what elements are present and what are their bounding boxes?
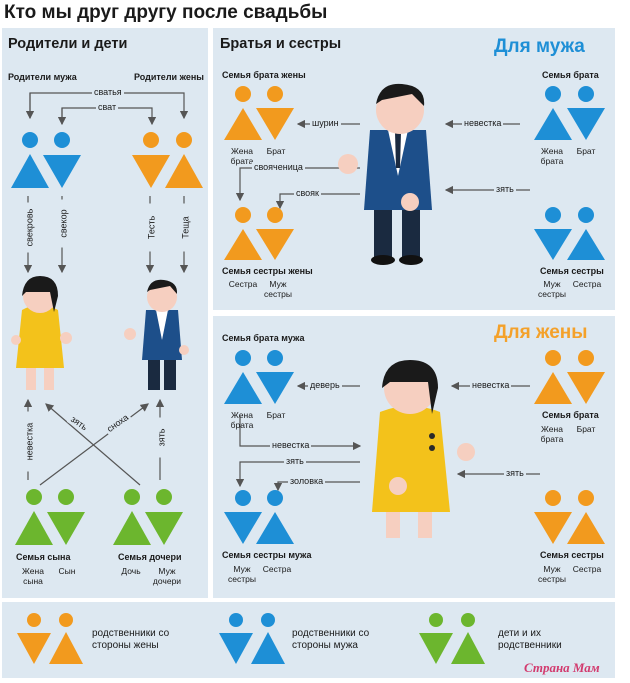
zolovka-label: золовка bbox=[288, 476, 326, 487]
husband-sister-family-label: Семья сестры мужа bbox=[222, 550, 312, 560]
sister-family-label-husband: Семья сестры bbox=[540, 266, 604, 276]
zyat-husband-label: зять bbox=[494, 184, 516, 195]
legend-blue-icon bbox=[219, 613, 285, 664]
legend-orange-icon bbox=[17, 613, 83, 664]
husband-sister-husband-label-right: Муж сестры bbox=[538, 279, 566, 299]
svekrov-label: свекровь bbox=[24, 202, 36, 253]
brother-family-icons-wife bbox=[534, 350, 605, 404]
wife-parents-icons bbox=[132, 132, 203, 188]
son-label: Сын bbox=[58, 566, 76, 576]
wife-brother-wife-label-right: Жена брата bbox=[540, 424, 564, 444]
legend-panel bbox=[2, 602, 615, 678]
svekor-label: свекор bbox=[58, 199, 70, 248]
wife-sister-husband-label-left: Муж сестры bbox=[228, 564, 256, 584]
wife-parents-label: Родители жены bbox=[134, 72, 204, 82]
nevestka-husband-label: невестка bbox=[462, 118, 504, 129]
brother-family-label-wife: Семья брата bbox=[542, 410, 599, 420]
brother-family-label-husband: Семья брата bbox=[542, 70, 599, 80]
husband-sister-husband-label-left: Муж сестры bbox=[264, 279, 292, 299]
wife-brother-family-icons bbox=[224, 86, 294, 140]
watermark: Страна Мам bbox=[524, 660, 600, 675]
husband-figure-left bbox=[124, 279, 189, 390]
siblings-heading: Братья и сестры bbox=[220, 36, 342, 52]
wife-figure-left bbox=[11, 276, 72, 390]
svat-label: сват bbox=[96, 102, 119, 113]
legend-wife-side: родственники со стороны жены bbox=[92, 628, 170, 651]
wife-sister-label-right: Сестра bbox=[572, 564, 602, 574]
husband-brother-family-label: Семья брата мужа bbox=[222, 333, 305, 343]
svatya-label: сватья bbox=[92, 87, 124, 98]
daughter-label: Дочь bbox=[121, 566, 141, 576]
wife-brother-label-right: Брат bbox=[576, 424, 596, 434]
wife-brother-family-label: Семья брата жены bbox=[222, 70, 306, 80]
husband-brother-wife-label-right: Жена брата bbox=[540, 146, 564, 166]
zyat-vertical-label: зять bbox=[156, 417, 168, 458]
husband-sister-label-left: Сестра bbox=[228, 279, 258, 289]
sister-family-label-wife: Семья сестры bbox=[540, 550, 604, 560]
wife-brother-label-left: Брат bbox=[266, 410, 286, 420]
zyat-wife-left-label: зять bbox=[284, 456, 306, 467]
dever-label: деверь bbox=[308, 380, 342, 391]
nevestka-left-label: невестка bbox=[24, 411, 36, 472]
zyat-wife-right-label: зять bbox=[504, 468, 526, 479]
legend-husband-side: родственники со стороны мужа bbox=[292, 628, 370, 651]
husband-brother-family-icons bbox=[224, 350, 294, 404]
daughter-family-icons bbox=[113, 489, 183, 545]
wife-figure-main bbox=[372, 360, 475, 538]
husband-brother-label-left: Брат bbox=[266, 146, 286, 156]
son-family-label: Семья сына bbox=[16, 552, 71, 562]
wife-sister-husband-label-right: Муж сестры bbox=[538, 564, 566, 584]
wife-brother-wife-label-left: Жена брата bbox=[230, 410, 254, 430]
teshcha-label: Теща bbox=[180, 203, 192, 252]
parents-children-heading: Родители и дети bbox=[8, 36, 128, 52]
husband-brother-wife-label-left: Жена брата bbox=[230, 146, 254, 166]
legend-green-icon bbox=[419, 613, 485, 664]
nevestka-wife-right-label: невестка bbox=[470, 380, 512, 391]
sister-family-icons-husband bbox=[534, 207, 605, 260]
husband-parents-label: Родители мужа bbox=[8, 72, 77, 82]
nevestka-wife-left-label: невестка bbox=[270, 440, 312, 451]
brother-family-icons-husband bbox=[534, 86, 605, 140]
daughter-husband-label: Муж дочери bbox=[152, 566, 182, 586]
svoyak-label: свояк bbox=[294, 188, 321, 199]
svoyachenitsa-label: свояченица bbox=[252, 162, 305, 173]
sister-family-icons-wife bbox=[534, 490, 605, 544]
wife-sister-family-icons bbox=[224, 207, 294, 260]
husband-brother-label-right: Брат bbox=[576, 146, 596, 156]
for-wife-label: Для жены bbox=[494, 322, 588, 343]
daughter-family-label: Семья дочери bbox=[118, 552, 182, 562]
husband-figure-main bbox=[338, 83, 432, 265]
husband-parents-icons bbox=[11, 132, 81, 188]
for-husband-label: Для мужа bbox=[494, 36, 585, 57]
son-wife-label: Жена сына bbox=[22, 566, 44, 586]
wife-sister-family-label: Семья сестры жены bbox=[222, 266, 313, 276]
son-family-icons bbox=[15, 489, 85, 545]
wife-sister-label-left: Сестра bbox=[262, 564, 292, 574]
test-label: Тесть bbox=[146, 203, 158, 252]
legend-children: дети и их родственники bbox=[498, 628, 562, 651]
page-title: Кто мы друг другу после свадьбы bbox=[4, 2, 328, 23]
husband-sister-family-icons bbox=[224, 490, 294, 544]
shurin-label: шурин bbox=[310, 118, 341, 129]
husband-sister-label-right: Сестра bbox=[572, 279, 602, 289]
